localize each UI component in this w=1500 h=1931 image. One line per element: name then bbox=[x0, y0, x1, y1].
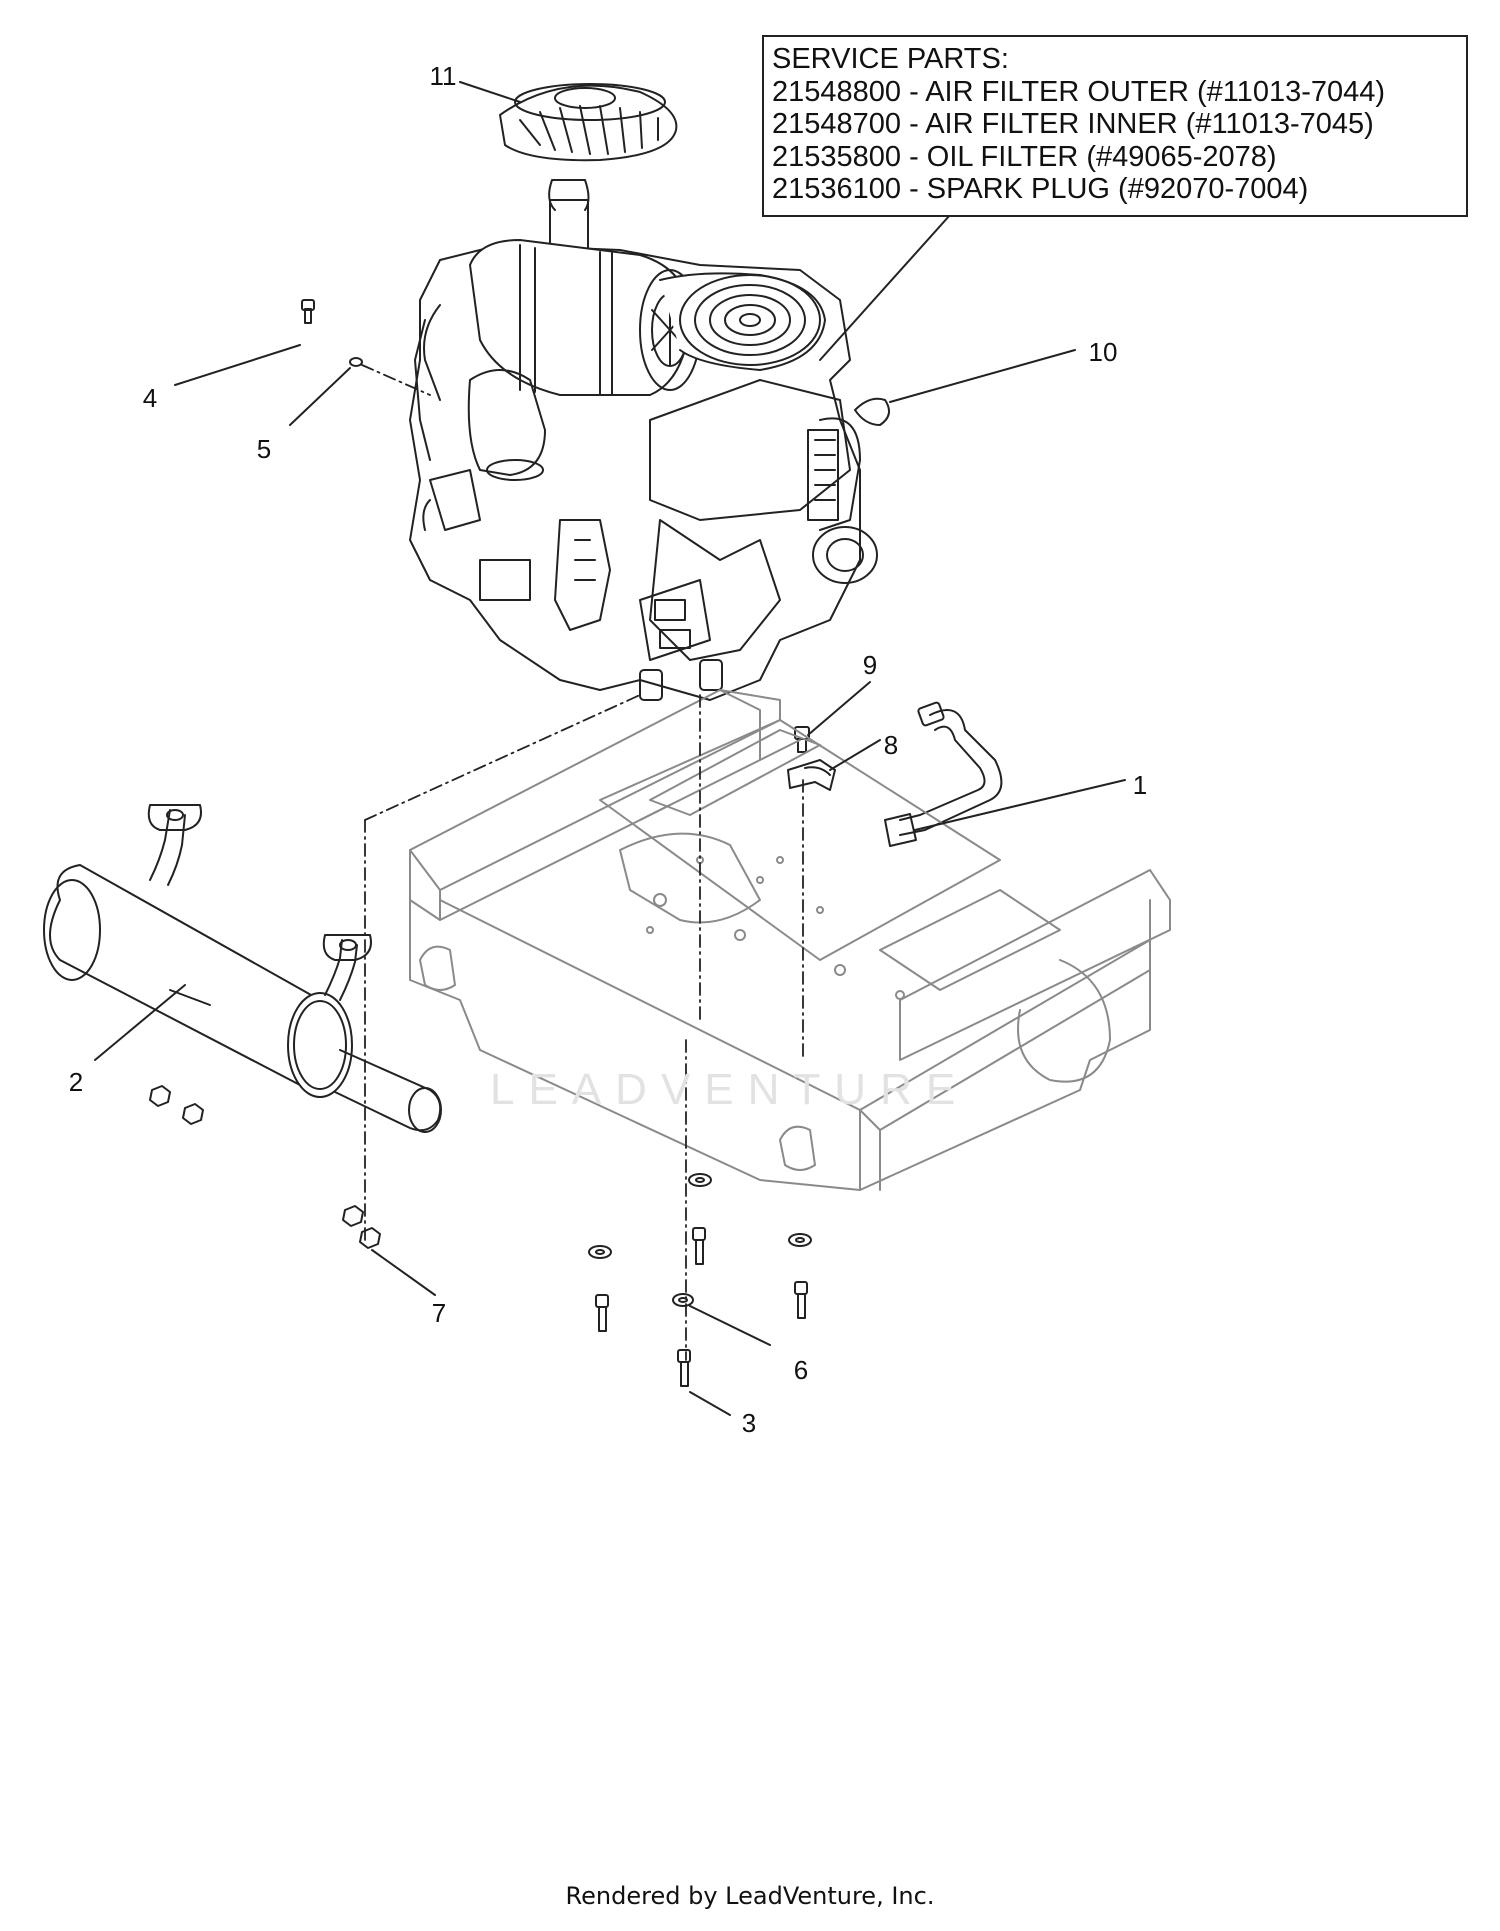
service-part-line: 21548800 - AIR FILTER OUTER (#11013-7044… bbox=[772, 75, 1386, 108]
service-parts-box: SERVICE PARTS: 21548800 - AIR FILTER OUT… bbox=[762, 35, 1468, 217]
callout-10: 10 bbox=[1088, 337, 1118, 367]
callout-1: 1 bbox=[1132, 770, 1148, 800]
callout-6: 6 bbox=[793, 1355, 809, 1385]
callout-3: 3 bbox=[741, 1408, 757, 1438]
callout-7: 7 bbox=[431, 1298, 447, 1328]
oil-drain-hose bbox=[884, 701, 1003, 847]
engine bbox=[409, 179, 890, 701]
watermark-text: LEADVENTURE bbox=[490, 1065, 970, 1114]
muffler bbox=[43, 804, 442, 1133]
alignment-lines bbox=[361, 364, 804, 1361]
callout-4: 4 bbox=[142, 383, 158, 413]
engine-mount-frame bbox=[409, 689, 1171, 1191]
callout-9: 9 bbox=[862, 650, 878, 680]
hardware bbox=[149, 299, 812, 1387]
callout-2: 2 bbox=[68, 1067, 84, 1097]
leader-lines bbox=[94, 81, 1126, 1416]
service-parts-heading: SERVICE PARTS: bbox=[772, 43, 1009, 75]
callout-11: 11 bbox=[429, 61, 457, 91]
service-part-line: 21536100 - SPARK PLUG (#92070-7004) bbox=[772, 173, 1309, 205]
air-filter-cover bbox=[499, 83, 678, 162]
callout-8: 8 bbox=[883, 730, 899, 760]
footer-credit: Rendered by LeadVenture, Inc. bbox=[565, 1882, 935, 1910]
service-part-line: 21535800 - OIL FILTER (#49065-2078) bbox=[772, 140, 1277, 173]
service-part-line: 21548700 - AIR FILTER INNER (#11013-7045… bbox=[772, 108, 1374, 140]
callout-5: 5 bbox=[256, 434, 272, 464]
hose-clamp bbox=[787, 759, 836, 791]
